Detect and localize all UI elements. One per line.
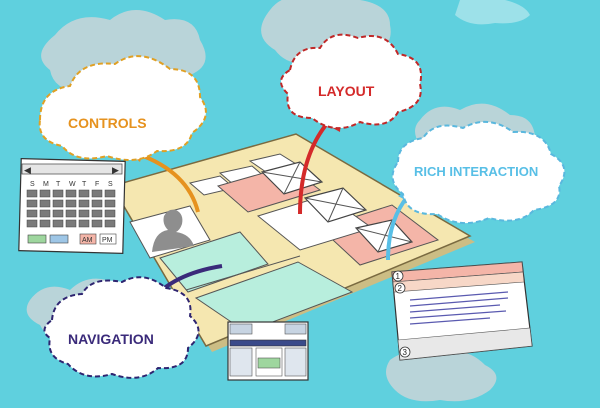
- calendar-day-cell: [65, 209, 77, 218]
- calendar-day-cell: [104, 189, 116, 198]
- arrow-to-controls: [137, 152, 200, 213]
- navigation-label: NAVIGATION: [68, 331, 154, 347]
- weekday-label: M: [43, 181, 49, 188]
- calendar-day-cell: [65, 199, 77, 208]
- calendar-day-cell: [52, 219, 64, 228]
- dialog-widget: 1 2 3: [391, 261, 533, 361]
- controls-cloud: CONTROLS: [38, 55, 207, 161]
- calendar-day-cell: [78, 189, 90, 198]
- rich-interaction-label: RICH INTERACTION: [414, 164, 538, 179]
- calendar-day-cell: [26, 189, 38, 198]
- image-placeholder-icon: [354, 219, 414, 253]
- calendar-day-cell: [65, 189, 77, 198]
- nav-column-left: [229, 347, 253, 377]
- nav-active-tab: [229, 339, 307, 347]
- calendar-day-cell: [91, 219, 103, 228]
- calendar-day-cell: [26, 199, 38, 208]
- calendar-day-cell: [39, 189, 51, 198]
- calendar-day-cell: [26, 219, 38, 228]
- pm-toggle: [99, 233, 117, 245]
- dialog-footer-bar: [397, 327, 533, 361]
- calendar-green-cell: [27, 234, 47, 244]
- weekday-label: W: [69, 181, 76, 188]
- calendar-day-cell: [39, 209, 51, 218]
- calendar-day-cell: [78, 219, 90, 228]
- nav-header-right: [284, 323, 307, 335]
- navigation-cloud: NAVIGATION: [43, 276, 200, 379]
- am-label: AM: [82, 237, 93, 244]
- layout-label: LAYOUT: [318, 83, 375, 99]
- calendar-prev-icon: ◀: [24, 165, 31, 175]
- step-badge-1: 1: [396, 272, 401, 281]
- nav-header-left: [229, 323, 253, 335]
- calendar-header-bar: [21, 163, 123, 175]
- calendar-day-cell: [78, 209, 90, 218]
- green-divider: [185, 255, 301, 291]
- navigation-widget: [227, 321, 309, 381]
- controls-label: CONTROLS: [68, 115, 147, 131]
- dialog-secondary-bar: [392, 271, 525, 293]
- calendar-day-cell: [52, 209, 64, 218]
- bg-cloud-top-right: [455, 0, 530, 25]
- image-placeholder-icon: [303, 187, 368, 223]
- weekday-label: S: [108, 181, 113, 188]
- arrow-to-layout: [298, 118, 332, 215]
- layout-board: [110, 133, 475, 352]
- dialog-step-badges: 1 2 3: [392, 270, 411, 358]
- calendar-blue-cell: [49, 234, 69, 244]
- calendar-day-cell: [78, 199, 90, 208]
- calendar-day-grid: [26, 189, 116, 228]
- dialog-text-lines: [409, 291, 509, 325]
- calendar-day-cell: [52, 199, 64, 208]
- calendar-day-cell: [104, 209, 116, 218]
- calendar-next-icon: ▶: [112, 165, 119, 175]
- calendar-widget: ◀ ▶ S M T W T F S AM PM: [18, 158, 126, 254]
- image-placeholder-icon: [260, 161, 324, 195]
- calendar-day-cell: [26, 209, 38, 218]
- calendar-day-cell: [52, 189, 64, 198]
- calendar-day-cell: [104, 199, 116, 208]
- calendar-day-cell: [91, 189, 103, 198]
- nav-green-block: [257, 357, 281, 369]
- calendar-day-cell: [65, 219, 77, 228]
- person-photo-tile: [129, 205, 211, 259]
- rich-interaction-cloud: RICH INTERACTION: [391, 121, 566, 225]
- weekday-label: F: [95, 181, 99, 188]
- layout-cloud: LAYOUT: [280, 33, 422, 129]
- person-silhouette-icon: [152, 209, 194, 252]
- am-toggle: [79, 233, 97, 245]
- weekday-label: T: [82, 181, 87, 188]
- pm-label: PM: [102, 237, 113, 244]
- calendar-day-cell: [104, 219, 116, 228]
- bg-cloud-bottom-right: [386, 351, 497, 402]
- calendar-day-cell: [91, 209, 103, 218]
- green-tile-2: [194, 261, 354, 333]
- calendar-day-cell: [91, 199, 103, 208]
- step-badge-2: 2: [398, 284, 403, 293]
- calendar-day-cell: [39, 219, 51, 228]
- calendar-weekday-row: S M T W T F S: [30, 181, 113, 188]
- weekday-label: S: [30, 181, 35, 188]
- nav-column-right: [284, 347, 307, 377]
- calendar-day-cell: [39, 199, 51, 208]
- step-badge-3: 3: [403, 348, 408, 357]
- weekday-label: T: [56, 181, 61, 188]
